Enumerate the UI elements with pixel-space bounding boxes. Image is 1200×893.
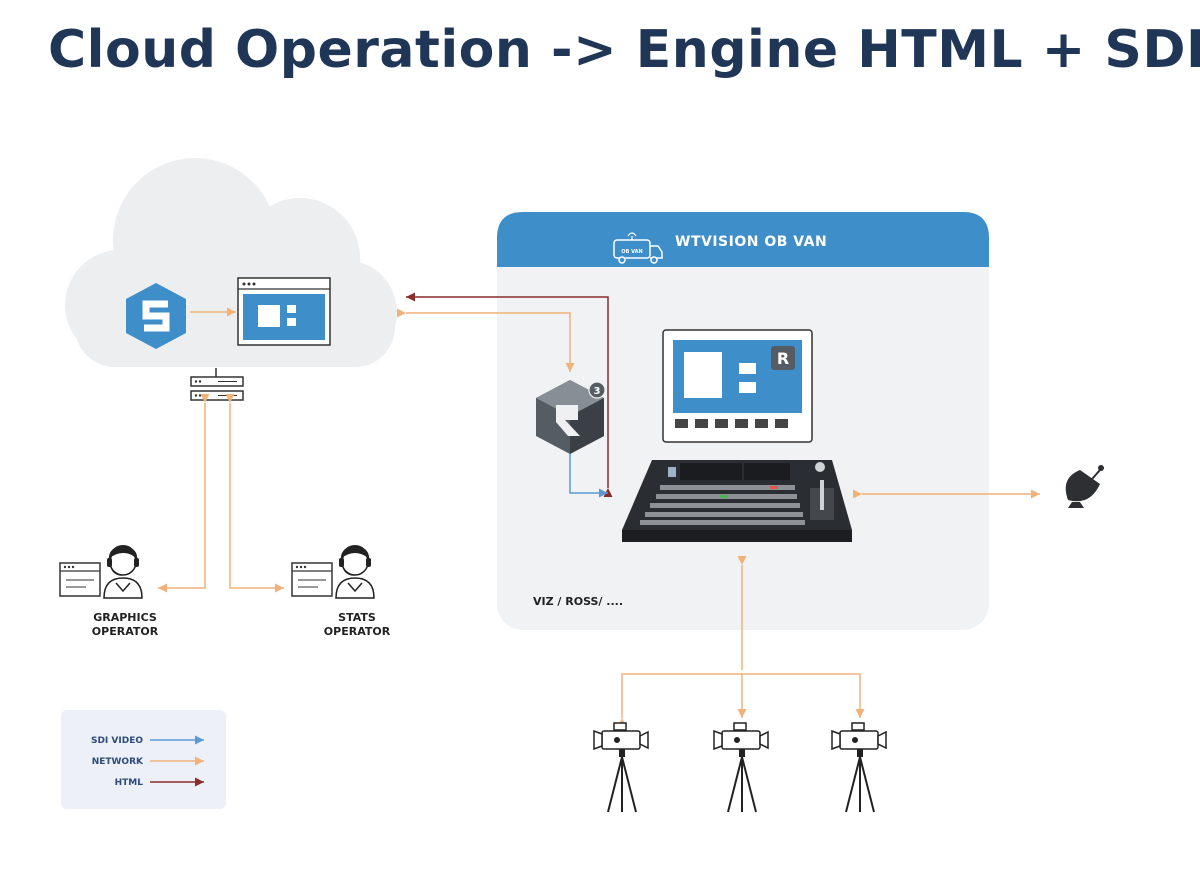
ob-van-title: WTVISION OB VAN [675, 234, 827, 250]
video-switcher-icon [622, 460, 852, 542]
page-title: Cloud Operation -> Engine HTML + SDI [48, 20, 1200, 80]
legend-label-sdi: SDI VIDEO [91, 736, 143, 746]
ob-van-truck-icon: OB VAN [613, 232, 663, 264]
ob-van-footer-label: VIZ / ROSS/ .... [533, 595, 623, 608]
legend-label-network: NETWORK [92, 757, 144, 767]
playout-monitor-icon: R [662, 329, 813, 443]
graphics-operator-label-line1: GRAPHICS [93, 611, 157, 624]
ob-van-truck-text: OB VAN [621, 249, 642, 255]
legend: SDI VIDEO NETWORK HTML [61, 710, 226, 809]
cloud-browser-window-icon [237, 277, 331, 346]
render-engine-icon: 3 [536, 380, 606, 454]
legend-label-html: HTML [115, 778, 144, 788]
camera-3-icon [831, 722, 887, 813]
satellite-dish-icon [1065, 465, 1104, 508]
graphics-operator-person-icon [103, 545, 143, 599]
cloud-shape [65, 158, 397, 367]
playout-monitor-logo: R [777, 349, 789, 368]
graphics-operator-browser-icon [59, 562, 101, 597]
stats-operator-label-line2: OPERATOR [324, 625, 391, 638]
stats-operator-person-icon [335, 545, 375, 599]
camera-1-icon [593, 722, 649, 813]
cloud-app-logo-icon [126, 283, 186, 349]
render-engine-badge: 3 [594, 386, 601, 397]
server-icon [190, 368, 244, 401]
stats-operator-label-line1: STATS [338, 611, 376, 624]
camera-2-icon [713, 722, 769, 813]
stats-operator-browser-icon [291, 562, 333, 597]
graphics-operator-label-line2: OPERATOR [92, 625, 159, 638]
